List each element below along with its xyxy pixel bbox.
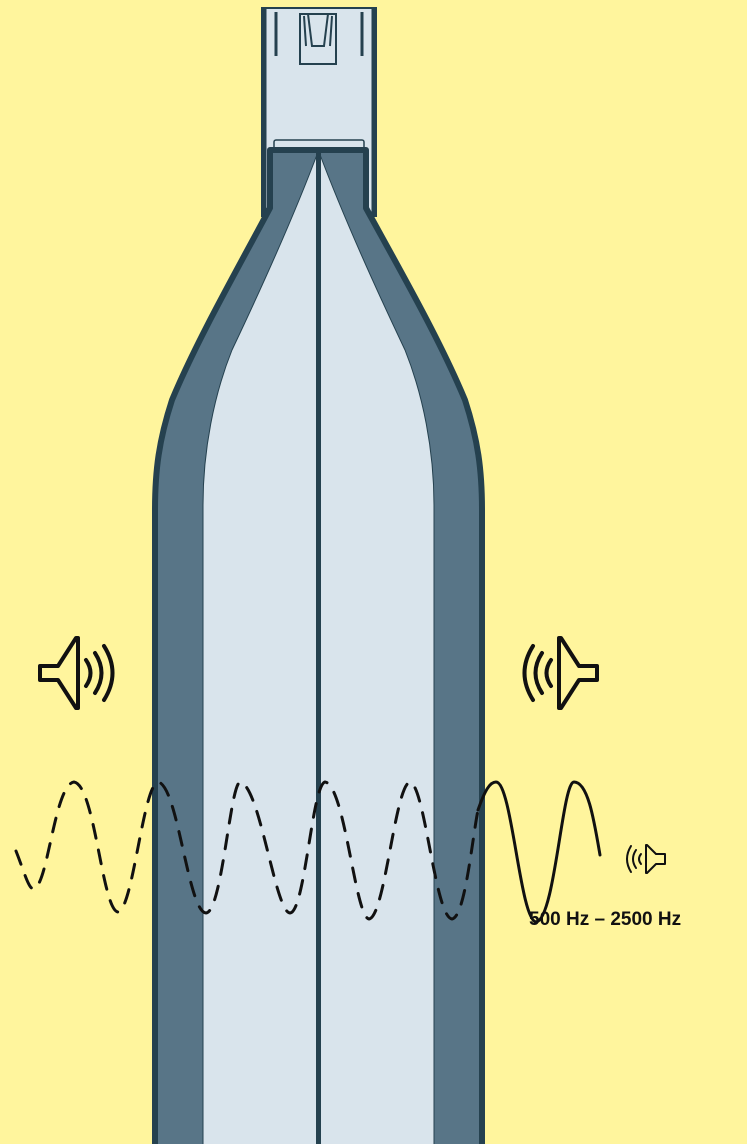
frequency-range-label: 500 Hz – 2500 Hz [529, 909, 681, 931]
